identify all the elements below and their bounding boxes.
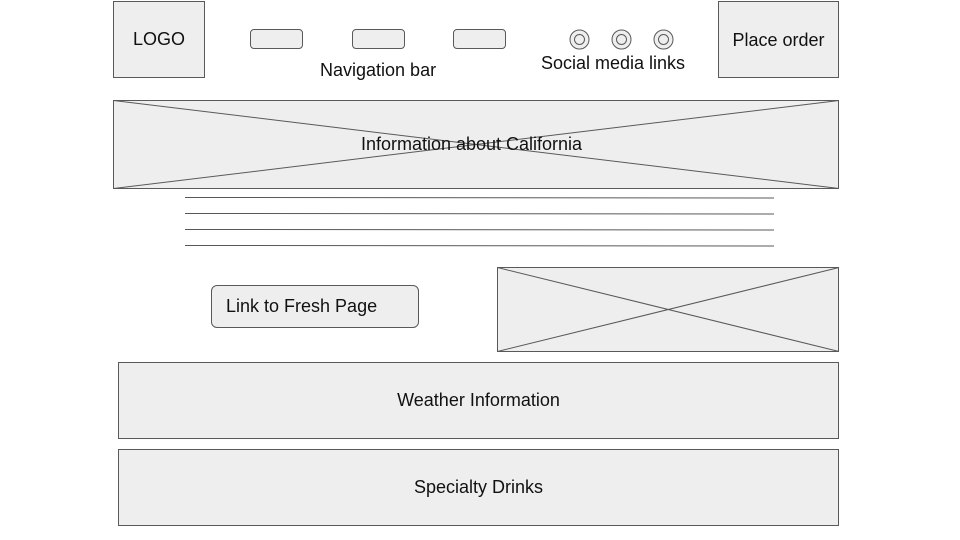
hero-image-cross-icon xyxy=(113,100,840,189)
nav-caption: Navigation bar xyxy=(320,60,437,80)
nav-button-1[interactable] xyxy=(250,29,303,49)
social-link-icon-2[interactable] xyxy=(611,29,632,50)
side-image-cross-icon xyxy=(497,267,840,352)
hero-image-placeholder: Information about California xyxy=(113,100,840,189)
nav-button-3[interactable] xyxy=(453,29,506,49)
logo-placeholder[interactable]: LOGO xyxy=(113,1,205,78)
specialty-drinks-label: Specialty Drinks xyxy=(413,477,544,497)
social-link-icon-3[interactable] xyxy=(653,29,674,50)
specialty-drinks-section: Specialty Drinks xyxy=(118,449,839,526)
hero-label: Information about California xyxy=(360,134,583,154)
place-order-button[interactable]: Place order xyxy=(718,1,839,78)
weather-info-section: Weather Information xyxy=(118,362,839,439)
logo-label: LOGO xyxy=(132,29,185,49)
place-order-label: Place order xyxy=(732,29,825,50)
social-caption: Social media links xyxy=(541,53,686,73)
weather-info-label: Weather Information xyxy=(397,390,560,410)
nav-button-2[interactable] xyxy=(352,29,405,49)
fresh-page-link[interactable]: Link to Fresh Page xyxy=(211,285,419,328)
social-link-icon-1[interactable] xyxy=(569,29,590,50)
side-image-placeholder xyxy=(497,267,840,353)
text-placeholder-lines xyxy=(185,197,775,247)
fresh-page-link-label: Link to Fresh Page xyxy=(226,296,378,316)
